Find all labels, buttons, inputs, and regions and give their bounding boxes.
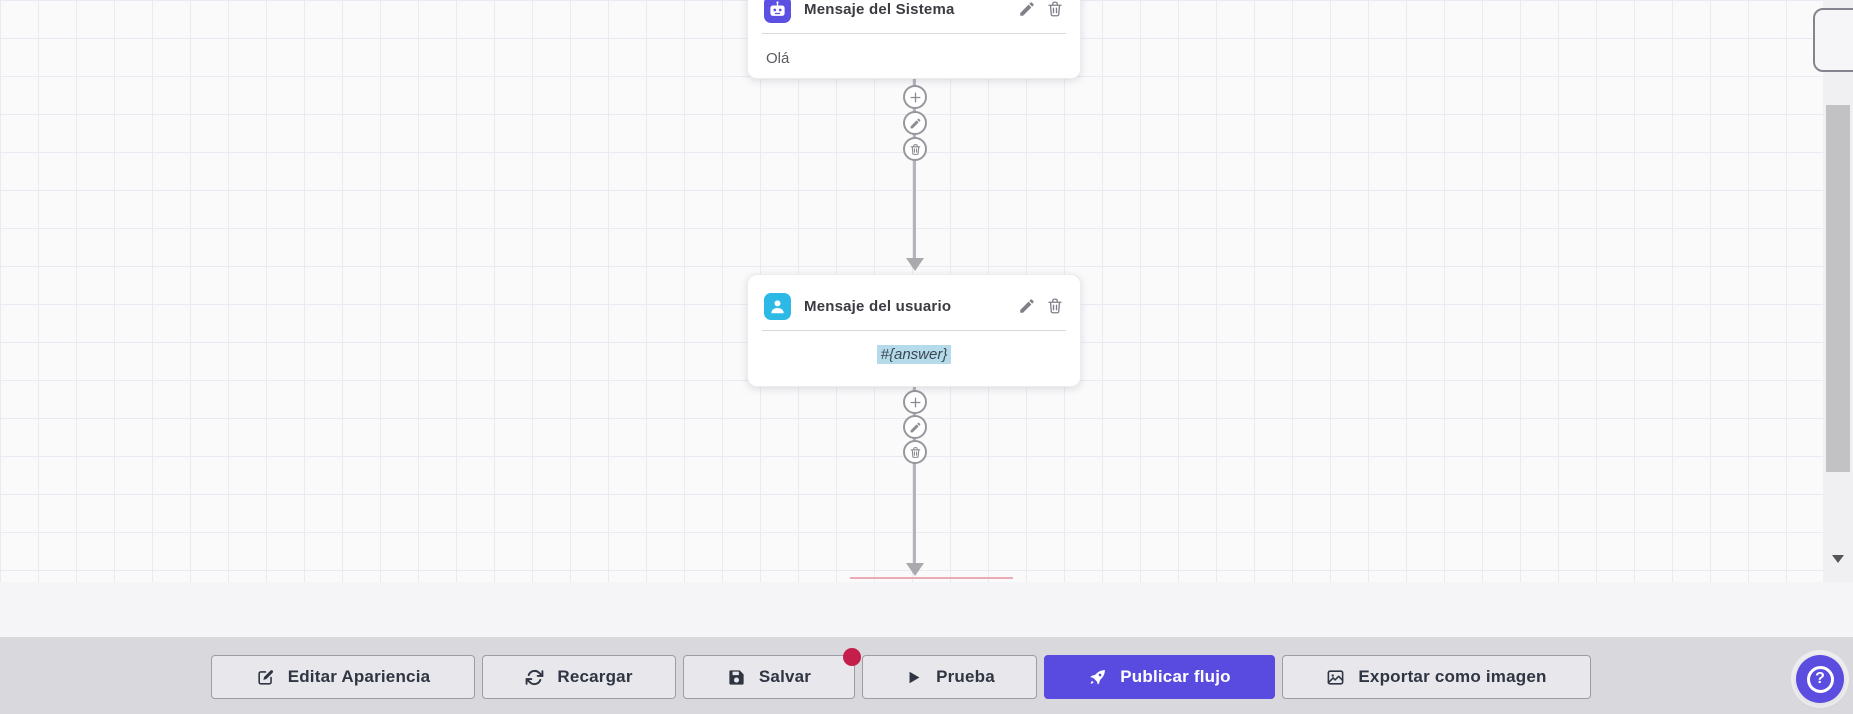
flow-canvas[interactable]: Mensaje del Sistema Olá bbox=[0, 0, 1823, 582]
node-content: Olá bbox=[766, 50, 790, 67]
next-node-highlight-line bbox=[850, 577, 1013, 579]
button-label: Recargar bbox=[557, 667, 633, 686]
unsaved-changes-badge bbox=[843, 648, 861, 666]
help-button[interactable]: ? bbox=[1796, 655, 1844, 703]
edit-node-icon[interactable] bbox=[1018, 297, 1036, 315]
connector-add-button[interactable] bbox=[903, 390, 927, 414]
button-label: Salvar bbox=[758, 667, 812, 686]
question-glyph: ? bbox=[1815, 670, 1825, 687]
node-title: Mensaje del Sistema bbox=[804, 0, 955, 18]
test-button[interactable]: Prueba bbox=[862, 655, 1037, 699]
connector-edit-button[interactable] bbox=[903, 415, 927, 439]
connector-edit-button[interactable] bbox=[903, 111, 927, 135]
edit-appearance-button[interactable]: Editar Apariencia bbox=[211, 655, 475, 699]
connector-delete-button[interactable] bbox=[903, 440, 927, 464]
export-image-button[interactable]: Exportar como imagen bbox=[1282, 655, 1591, 699]
trash-icon bbox=[910, 446, 920, 458]
publish-flow-button[interactable]: Publicar flujo bbox=[1044, 655, 1275, 699]
connector-arrowhead-icon bbox=[906, 563, 924, 576]
question-icon: ? bbox=[1806, 665, 1834, 693]
vertical-scrollbar[interactable] bbox=[1823, 0, 1853, 582]
trash-icon bbox=[910, 143, 920, 155]
plus-icon bbox=[910, 92, 920, 102]
minimap-panel bbox=[1813, 8, 1853, 72]
edit-square-icon bbox=[258, 669, 273, 685]
connector-arrowhead-icon bbox=[906, 258, 924, 271]
delete-node-icon[interactable] bbox=[1046, 0, 1064, 18]
toolbar-button-group: Editar Apariencia Recargar Salvar bbox=[211, 648, 1591, 699]
button-label: Publicar flujo bbox=[1120, 667, 1231, 686]
scrollbar-down-arrow-icon[interactable] bbox=[1832, 555, 1844, 563]
node-user-message[interactable]: Mensaje del usuario #{answer} bbox=[747, 274, 1081, 387]
node-divider bbox=[762, 330, 1066, 331]
refresh-icon bbox=[525, 669, 544, 685]
robot-icon bbox=[764, 0, 791, 23]
button-label: Editar Apariencia bbox=[287, 667, 431, 686]
node-divider bbox=[762, 33, 1066, 34]
variable-chip: #{answer} bbox=[876, 345, 952, 364]
plus-icon bbox=[910, 397, 920, 407]
delete-node-icon[interactable] bbox=[1046, 297, 1064, 315]
play-icon bbox=[909, 671, 920, 683]
connector-line bbox=[913, 387, 916, 563]
edit-node-icon[interactable] bbox=[1018, 0, 1036, 18]
node-header: Mensaje del Sistema bbox=[764, 0, 1064, 24]
rocket-icon bbox=[1090, 669, 1106, 685]
user-icon bbox=[764, 292, 791, 320]
node-system-message[interactable]: Mensaje del Sistema Olá bbox=[747, 0, 1081, 79]
pencil-icon bbox=[910, 118, 920, 128]
scrollbar-thumb[interactable] bbox=[1826, 105, 1850, 472]
connector-delete-button[interactable] bbox=[903, 137, 927, 161]
reload-button[interactable]: Recargar bbox=[482, 655, 676, 699]
node-header: Mensaje del usuario bbox=[764, 291, 1064, 321]
image-icon bbox=[1327, 669, 1344, 685]
button-label: Prueba bbox=[936, 667, 995, 686]
node-title: Mensaje del usuario bbox=[804, 297, 952, 315]
connector-add-button[interactable] bbox=[903, 85, 927, 109]
save-icon bbox=[729, 669, 744, 685]
bottom-toolbar: Editar Apariencia Recargar Salvar bbox=[0, 637, 1853, 714]
canvas-footer-band bbox=[0, 582, 1853, 637]
connector-line bbox=[913, 79, 916, 258]
node-content: #{answer} bbox=[764, 331, 1064, 382]
button-label: Exportar como imagen bbox=[1358, 667, 1547, 686]
save-button[interactable]: Salvar bbox=[683, 648, 861, 699]
pencil-icon bbox=[910, 422, 920, 432]
